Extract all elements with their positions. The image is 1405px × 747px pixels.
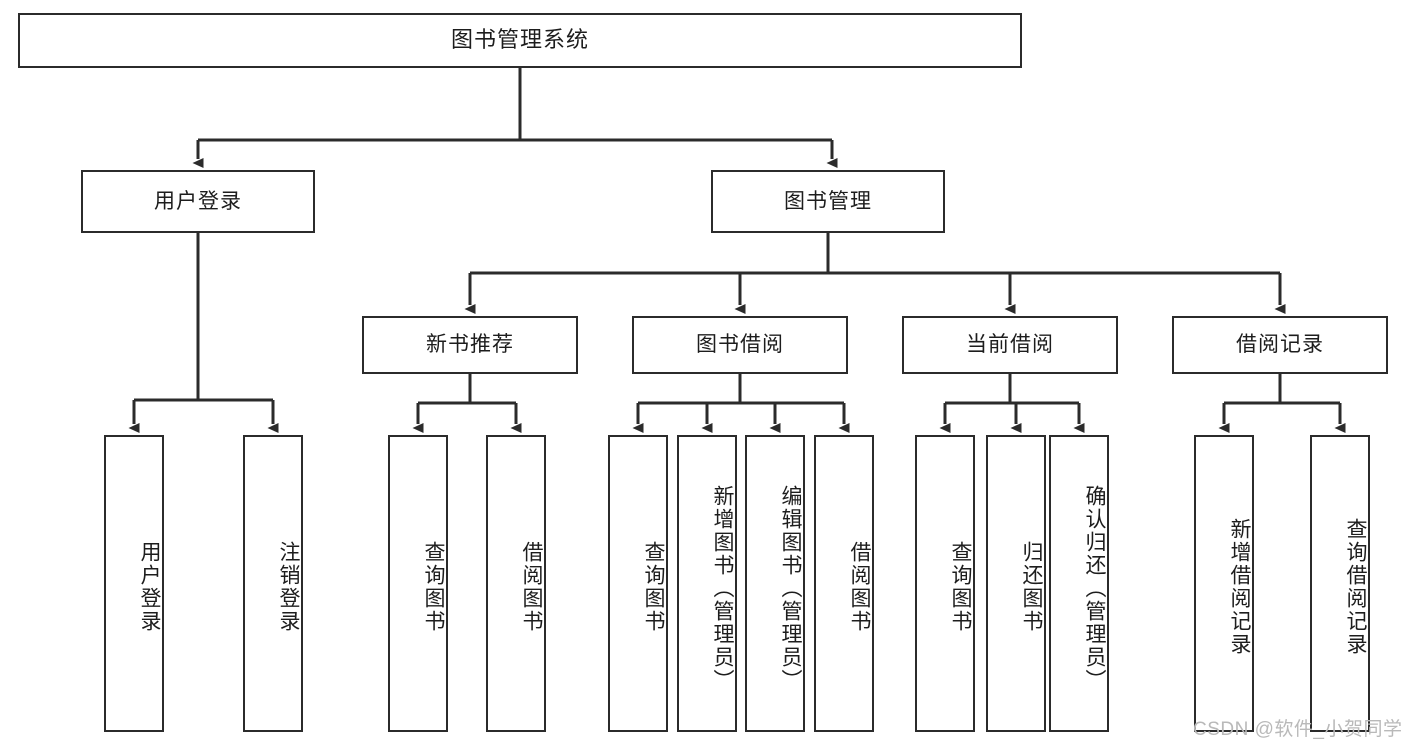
leaf-borrow-book-recommend[interactable]: 借阅图书	[486, 435, 546, 732]
leaf-user-login[interactable]: 用户登录	[104, 435, 164, 732]
leaf-add-borrow-record[interactable]: 新增借阅记录	[1194, 435, 1254, 732]
leaf-confirm-return-admin[interactable]: 确认归还（管理员）	[1049, 435, 1109, 732]
leaf-return-book[interactable]: 归还图书	[986, 435, 1046, 732]
node-new-book-recommend[interactable]: 新书推荐	[362, 316, 578, 374]
node-book-borrow[interactable]: 图书借阅	[632, 316, 848, 374]
node-user-login[interactable]: 用户登录	[81, 170, 315, 233]
leaf-edit-book-admin[interactable]: 编辑图书（管理员）	[745, 435, 805, 732]
node-borrow-record[interactable]: 借阅记录	[1172, 316, 1388, 374]
leaf-query-book-recommend[interactable]: 查询图书	[388, 435, 448, 732]
csdn-watermark: CSDN @软件_小贺同学	[1193, 719, 1403, 740]
leaf-query-borrow-record[interactable]: 查询借阅记录	[1310, 435, 1370, 732]
leaf-query-book-borrow[interactable]: 查询图书	[608, 435, 668, 732]
leaf-query-book-current[interactable]: 查询图书	[915, 435, 975, 732]
node-root[interactable]: 图书管理系统	[18, 13, 1022, 68]
leaf-add-book-admin[interactable]: 新增图书（管理员）	[677, 435, 737, 732]
leaf-borrow-book[interactable]: 借阅图书	[814, 435, 874, 732]
node-book-management[interactable]: 图书管理	[711, 170, 945, 233]
leaf-logout[interactable]: 注销登录	[243, 435, 303, 732]
node-current-borrow[interactable]: 当前借阅	[902, 316, 1118, 374]
